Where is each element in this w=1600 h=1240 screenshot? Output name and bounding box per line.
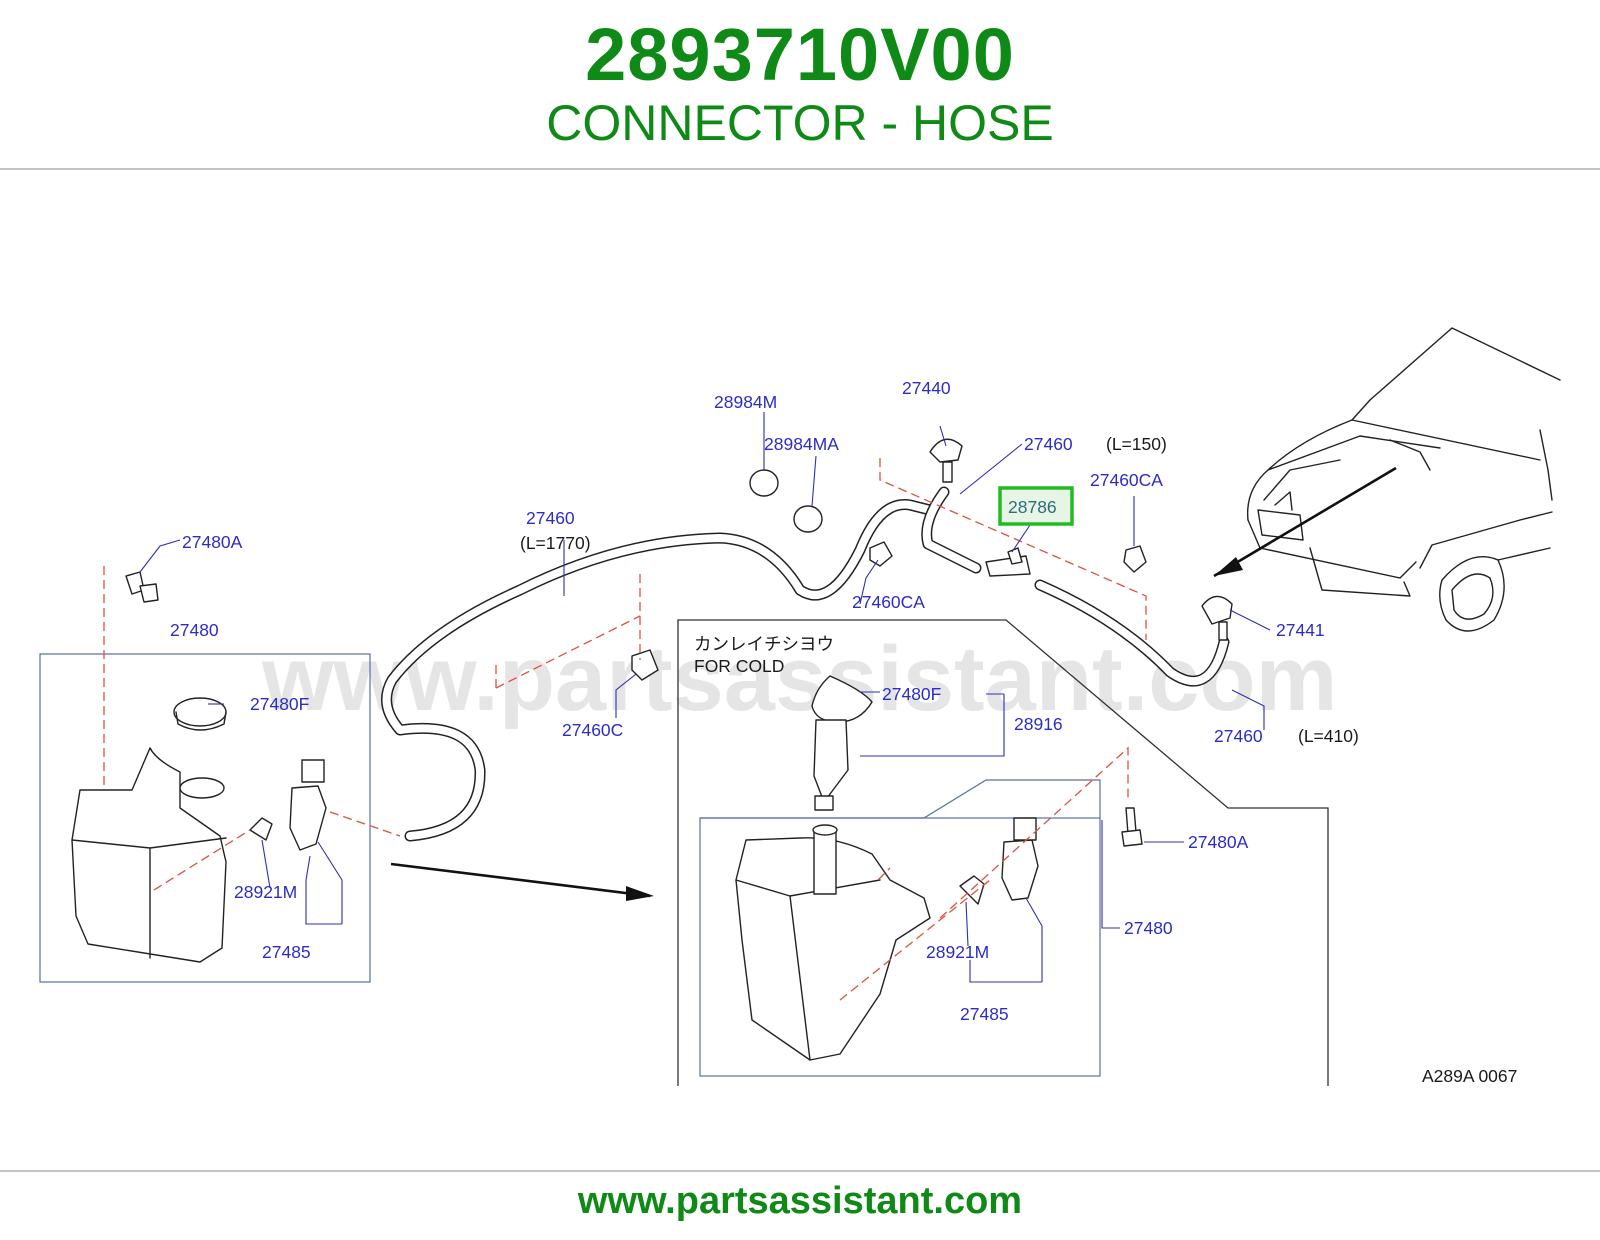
part-number-title: 2893710V00	[585, 13, 1015, 96]
label-length-410: (L=410)	[1298, 726, 1359, 746]
label-27480-left: 27480	[170, 620, 219, 640]
label-28916: 28916	[1014, 714, 1063, 734]
car-front-illustration	[1246, 327, 1561, 632]
nozzle-27440	[929, 438, 963, 483]
label-27441: 27441	[1276, 620, 1325, 640]
label-27485-right: 27485	[960, 1004, 1009, 1024]
label-length-150: (L=150)	[1106, 434, 1167, 454]
inset-caption-for-cold: FOR COLD	[694, 656, 784, 676]
clip-27460CA-right	[1123, 545, 1147, 573]
header-divider	[0, 168, 1600, 170]
label-27460-right: 27460	[1214, 726, 1263, 746]
label-27485-left: 27485	[262, 942, 311, 962]
label-27480F-left: 27480F	[250, 694, 309, 714]
nozzle-27441	[1201, 595, 1233, 641]
watermark-text: www.partsassistant.com	[261, 628, 1337, 730]
cold-spec-inset-frame	[677, 619, 1329, 1086]
part-labels: 28984M 27440 28984MA 27460 (L=150) 27460…	[170, 378, 1517, 1086]
label-27460-mid: 27460	[526, 508, 575, 528]
label-27460CA-right: 27460CA	[1090, 470, 1163, 490]
page-header: 2893710V00 CONNECTOR - HOSE	[0, 0, 1600, 168]
highlight-box-28786	[998, 486, 1074, 526]
right-washer-tank	[735, 675, 1039, 1061]
label-28984MA: 28984MA	[764, 434, 839, 454]
label-28921M-left: 28921M	[234, 882, 297, 902]
label-28921M-right: 28921M	[926, 942, 989, 962]
label-27480A-right: 27480A	[1188, 832, 1249, 852]
connector-28786	[985, 547, 1031, 577]
direction-arrows	[390, 466, 1397, 901]
grommet-28984M	[749, 469, 779, 497]
left-washer-tank	[71, 697, 327, 963]
footer-divider	[0, 1170, 1600, 1172]
label-27480F-inset: 27480F	[882, 684, 941, 704]
label-length-1770: (L=1770)	[520, 533, 591, 553]
label-27460C: 27460C	[562, 720, 623, 740]
drawing-code: A289A 0067	[1422, 1066, 1517, 1086]
footer-website-link[interactable]: www.partsassistant.com	[577, 1180, 1023, 1222]
dashed-assembly-lines	[103, 458, 1147, 1001]
clip-27460C	[631, 649, 659, 681]
label-27480A-left: 27480A	[182, 532, 243, 552]
label-27460-top: 27460	[1024, 434, 1073, 454]
grommet-28984MA	[793, 505, 823, 533]
right-tank-box-upper	[700, 779, 1101, 819]
label-27460CA-mid: 27460CA	[852, 592, 925, 612]
parts-diagram: www.partsassistant.com	[39, 327, 1561, 1086]
clip-27460CA-mid	[869, 541, 893, 567]
bolt-27480A-right	[1121, 807, 1143, 847]
part-name-subtitle: CONNECTOR - HOSE	[546, 95, 1054, 151]
label-27480-right: 27480	[1124, 918, 1173, 938]
label-27440: 27440	[902, 378, 951, 398]
left-tank-box	[39, 653, 371, 983]
label-leaders	[139, 412, 1271, 983]
bolt-27480A-left	[125, 571, 159, 603]
washer-hoses	[381, 486, 1230, 842]
label-28984M: 28984M	[714, 392, 777, 412]
label-28786-highlighted: 28786	[1008, 497, 1057, 517]
inset-caption-japanese: カンレイチシヨウ	[694, 634, 834, 654]
